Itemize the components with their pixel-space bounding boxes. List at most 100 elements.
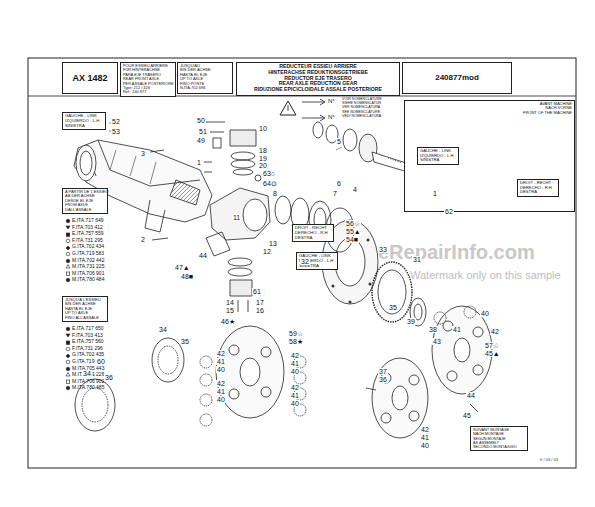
box-text: SEGUN MONTAJE: [473, 437, 525, 441]
callout-number: 48■: [180, 273, 194, 280]
callout-number: 44: [198, 252, 208, 259]
callout-number: 41: [216, 388, 226, 395]
box-text: Ref.: 240 877: [123, 90, 173, 94]
part-code: F.ITA.731 296: [72, 346, 103, 351]
callout-number: 50: [196, 117, 206, 124]
callout-number: 11: [232, 214, 241, 221]
label-box: REDUCTEUR ESSIEU ARRIEREHINTERACHSE REDU…: [236, 62, 400, 96]
part-code: G.ITA.719 583: [72, 251, 104, 256]
box-text: SINISTRA: [420, 158, 456, 163]
box-text: FINO ALL'ASSALE: [65, 316, 105, 320]
label-box: AX 1482: [62, 62, 118, 94]
callout-number: 42: [216, 350, 226, 357]
callout-number: 34: [82, 370, 92, 377]
callout-number: 41: [452, 326, 462, 333]
callout-number: 17: [255, 299, 265, 306]
box-text: 240877mod: [405, 64, 509, 92]
note-text: VEDI NOMENCLATURA: [342, 115, 381, 119]
label-box: JUSQU'AUBIS DER ACHSEHASTA EL EJEUP TO A…: [177, 62, 233, 94]
callout-number: 54■: [345, 236, 359, 243]
box-text: N.ITA.702 696: [180, 86, 230, 90]
part-code: E.ITA.757 560: [72, 339, 104, 344]
callout-number: 63○: [262, 170, 276, 177]
watermark: Watermark only on this sample: [410, 270, 561, 281]
callout-number: 7: [332, 190, 338, 197]
callout-number: 56☆: [345, 220, 361, 227]
callout-number: 36: [378, 376, 388, 383]
box-text: RIDUZIONE EPICICLOIDALE ASSALE POSTERIOR…: [239, 87, 397, 93]
box-text: DALL'ASSALE: [65, 208, 105, 212]
callout-number: 42: [490, 328, 500, 335]
callout-number: 16: [255, 307, 265, 314]
callout-number: 41: [420, 434, 430, 441]
callout-number: 58★: [288, 338, 304, 345]
part-code: G.ITA.702 434: [72, 244, 104, 249]
box-text: AX 1482: [65, 64, 115, 92]
callout-number: 1: [432, 190, 438, 197]
callout-number: 3: [140, 150, 146, 157]
callout-number: 59☆: [288, 330, 304, 337]
callout-number: 64⊙: [262, 180, 278, 187]
callout-number: 43: [432, 338, 442, 345]
callout-number: 61: [252, 288, 262, 295]
callout-number: 19: [258, 155, 268, 162]
part-code: F.ITA.703 413: [72, 333, 103, 338]
callout-number: 44: [466, 392, 476, 399]
callout-number: 40: [216, 396, 226, 403]
callout-number: 31: [412, 256, 422, 263]
callout-number: 60: [96, 358, 106, 365]
callout-number: 45: [462, 412, 472, 419]
label-box: 240877mod: [402, 62, 512, 94]
callout-number: 10: [258, 125, 268, 132]
note-text: SIEHE NOMENKLATUR: [342, 102, 381, 106]
part-code: M.ITA.780 484: [72, 277, 104, 282]
note-text: VER NOMENCLATURA: [342, 106, 380, 110]
callout-number: 53: [111, 128, 121, 135]
callout-number: 20: [258, 162, 268, 169]
callout-number: 14: [225, 299, 235, 306]
note-text: N°: [328, 114, 335, 120]
callout-number: 12: [262, 248, 272, 255]
label-box: SUIVANT MONTAGENACH MONTAGESEGUN MONTAJE…: [470, 426, 528, 451]
label-box: A PARTIR DE L'ESSIEUAB DER ACHSEDESDE EL…: [62, 188, 108, 214]
callout-number: 42: [216, 380, 226, 387]
callout-number: 38: [428, 326, 438, 333]
callout-number: 41: [290, 360, 300, 367]
callout-number: 46★: [220, 318, 236, 325]
callout-number: 5: [336, 138, 342, 145]
callout-number: 39: [406, 318, 416, 325]
label-box: AVANT MACHINENACH VORNEFRONT OF THE MACH…: [404, 100, 575, 212]
watermark: fr / 03 / 03: [540, 458, 558, 462]
callout-number: 49: [196, 137, 206, 144]
box-text: SINISTRA: [65, 124, 103, 129]
callout-number: 36: [104, 374, 114, 381]
part-code: E.ITA.717 650: [72, 326, 104, 331]
callout-number: 33: [378, 246, 388, 253]
callout-number: 41: [216, 358, 226, 365]
callout-number: 35: [388, 304, 398, 311]
callout-number: 13: [268, 240, 278, 247]
part-code: M.ITA.706 902: [72, 379, 104, 384]
box-text: AS ASSEMBLY: [473, 441, 525, 445]
part-code: F.ITA.703 412: [72, 225, 103, 230]
box-text: DESTRA: [295, 236, 331, 241]
callout-number: 57☆: [484, 342, 500, 349]
part-code: E.ITA.757 559: [72, 231, 104, 236]
callout-number: 35: [180, 338, 190, 345]
callout-number: 18: [258, 147, 268, 154]
callout-number: 8: [272, 190, 278, 197]
part-code: G.ITA.702 435: [72, 352, 104, 357]
callout-number: 40: [290, 368, 300, 375]
callout-number: 47▲: [174, 264, 191, 271]
callout-number: 55▲: [345, 228, 362, 235]
callout-number: 37: [378, 368, 388, 375]
callout-number: 2: [140, 236, 146, 243]
note-text: N°: [328, 98, 335, 104]
callout-number: 1: [196, 159, 202, 166]
callout-number: 52: [111, 118, 121, 125]
callout-number: 42: [420, 426, 430, 433]
note-text: VOIR NOMENCLATURE: [342, 98, 382, 102]
part-code: E.ITA.717 649: [72, 218, 104, 223]
label-box: DROIT - RECHTDERECHO - R.HDESTRA: [517, 179, 559, 197]
